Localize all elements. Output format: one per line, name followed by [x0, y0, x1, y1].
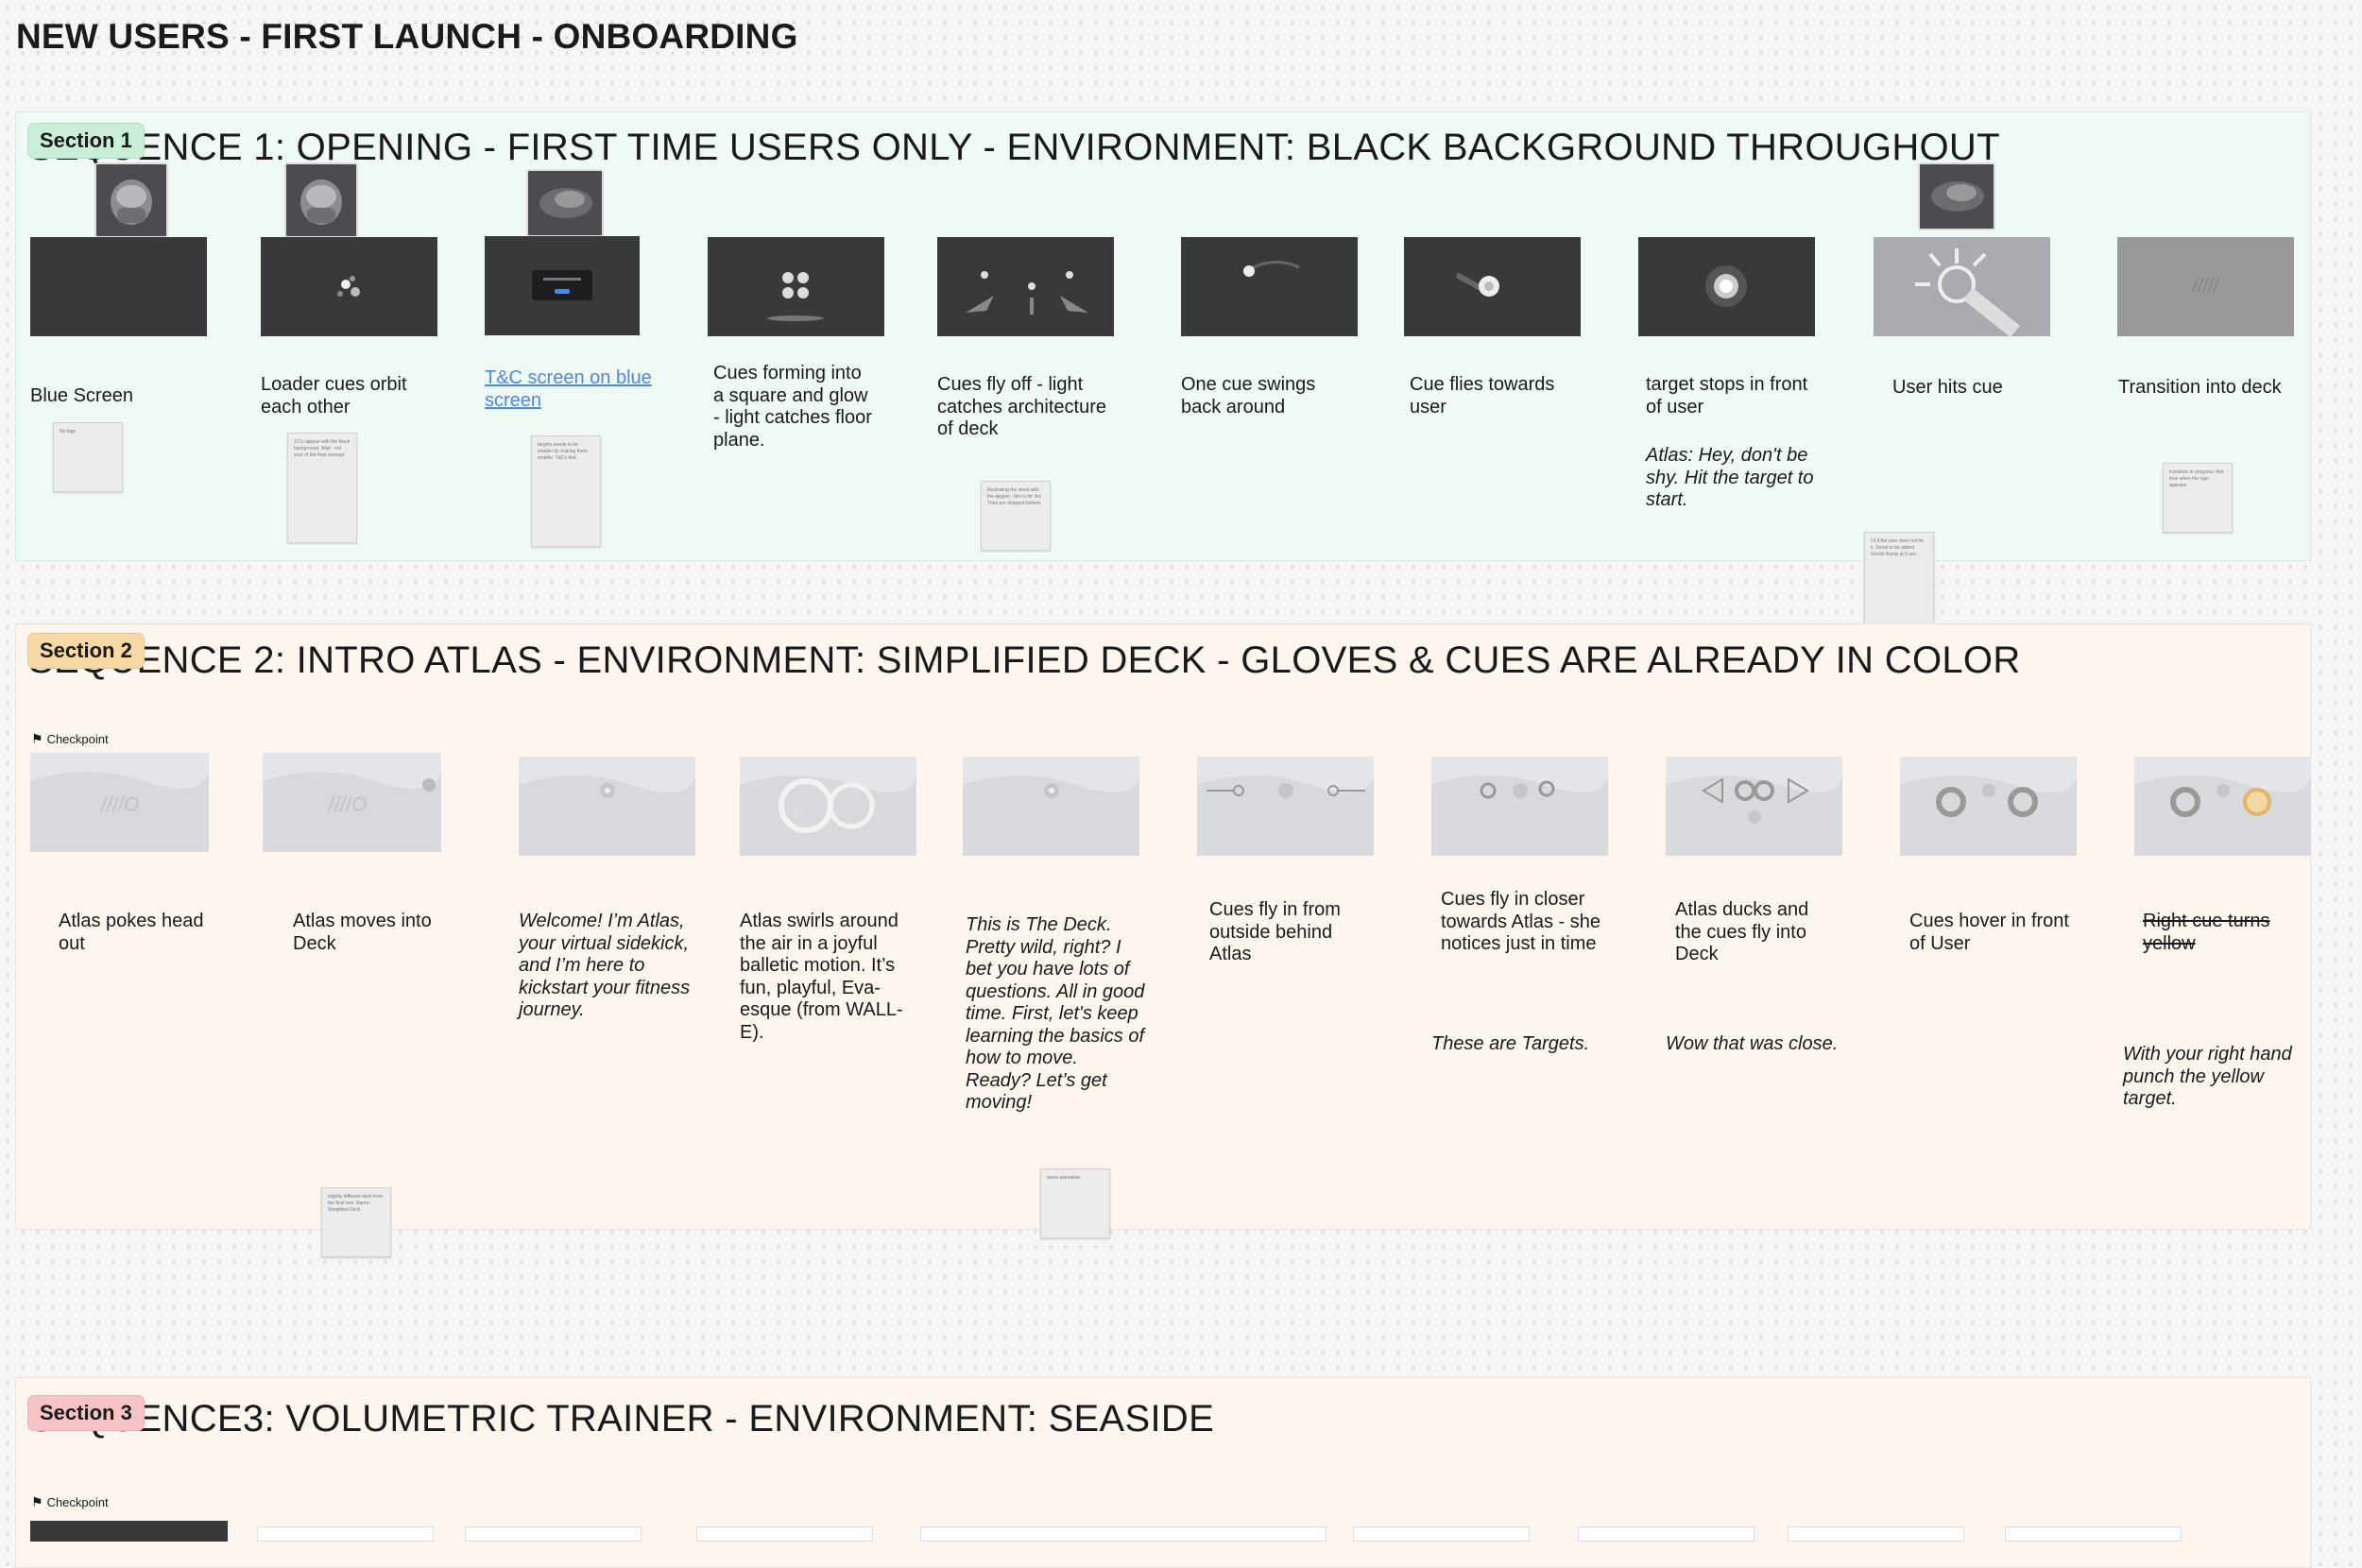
checkpoint-marker[interactable]: ⚑ Checkpoint	[31, 731, 109, 747]
storyboard-frame-loader[interactable]	[261, 237, 437, 336]
frame-caption: Atlas ducks and the cues fly into Deck	[1675, 899, 1836, 966]
checkpoint-flag-icon: ⚑	[31, 731, 43, 747]
storyboard-frame-target-stops[interactable]	[1638, 237, 1815, 336]
frame-caption: Cues fly off - light catches architectur…	[937, 374, 1126, 441]
frame-caption: Atlas swirls around the air in a joyful …	[740, 911, 919, 1044]
glove-thumbnail[interactable]	[526, 169, 604, 237]
frame-caption: target stops in front of user	[1646, 374, 1816, 418]
sticky-note[interactable]: Illustrating the sleek with the targets …	[981, 481, 1051, 551]
svg-text:////O: ////O	[99, 793, 140, 816]
storyboard-frame-transition[interactable]: /////	[2117, 237, 2294, 336]
frame-caption: User hits cue	[1892, 377, 2034, 400]
frame-caption: Cues forming into a square and glow - li…	[713, 363, 874, 452]
atlas-dialogue: Atlas: Hey, don't be shy. Hit the target…	[1646, 445, 1816, 512]
storyboard-frame[interactable]	[30, 1521, 228, 1542]
section-2-badge[interactable]: Section 2	[27, 633, 145, 669]
sticky-note[interactable]: slightly different deck from the final o…	[321, 1187, 391, 1257]
sticky-note[interactable]: some animation	[1040, 1168, 1110, 1238]
glove-thumbnail[interactable]	[1918, 162, 1995, 230]
storyboard-frame-tc-screen[interactable]	[485, 236, 640, 335]
storyboard-frame[interactable]	[696, 1526, 873, 1542]
checkpoint-label: Checkpoint	[47, 732, 109, 746]
storyboard-frame-atlas-swirls[interactable]	[740, 757, 916, 856]
frame-caption: Cue flies towards user	[1410, 374, 1575, 418]
frame-caption: Blue Screen	[30, 385, 229, 408]
glove-thumbnail[interactable]	[284, 162, 358, 238]
storyboard-frame-right-cue-yellow[interactable]	[2134, 757, 2311, 856]
frame-caption: Atlas moves into Deck	[293, 911, 463, 955]
page-title: NEW USERS - FIRST LAUNCH - ONBOARDING	[16, 17, 798, 57]
storyboard-frame-atlas-pokes[interactable]: ////O	[30, 753, 209, 852]
storyboard-frame-blue-screen[interactable]	[30, 237, 207, 336]
section-2-title: SEQUENCE 2: INTRO ATLAS - ENVIRONMENT: S…	[28, 639, 2021, 682]
frame-caption: Cues fly in closer towards Atlas - she n…	[1441, 889, 1606, 956]
frame-caption: Loader cues orbit each other	[261, 374, 421, 418]
storyboard-frame-the-deck[interactable]	[963, 757, 1139, 856]
storyboard-frame-cue-flies[interactable]	[1404, 237, 1581, 336]
frame-caption: Transition into deck	[2118, 377, 2307, 400]
frame-caption: Welcome! I’m Atlas, your virtual sidekic…	[519, 911, 698, 1022]
storyboard-frame[interactable]	[1353, 1526, 1530, 1542]
storyboard-frame-cues-fly-in[interactable]	[1197, 757, 1374, 856]
storyboard-frame-cues-closer[interactable]	[1431, 757, 1608, 856]
storyboard-frame[interactable]	[920, 1526, 1326, 1542]
sticky-note[interactable]: targets needs to be smaller by making th…	[531, 435, 601, 547]
atlas-dialogue: With your right hand punch the yellow ta…	[2123, 1044, 2312, 1111]
checkpoint-flag-icon: ⚑	[31, 1494, 43, 1510]
sticky-note[interactable]: No logo	[53, 422, 123, 492]
checkpoint-marker[interactable]: ⚑ Checkpoint	[31, 1494, 109, 1510]
atlas-dialogue: Wow that was close.	[1666, 1033, 1864, 1056]
section-3-title: SEQUENCE3: VOLUMETRIC TRAINER - ENVIRONM…	[28, 1398, 1214, 1440]
storyboard-frame-cue-swings[interactable]	[1181, 237, 1358, 336]
storyboard-frame-atlas-moves[interactable]: ////O	[263, 753, 441, 852]
storyboard-frame-welcome[interactable]	[519, 757, 695, 856]
storyboard-frame-cues-square[interactable]	[708, 237, 884, 336]
sticky-note[interactable]: T/Cs appear with the black background. W…	[287, 433, 357, 543]
glove-thumbnail[interactable]	[94, 162, 168, 238]
storyboard-frame[interactable]	[257, 1526, 434, 1542]
svg-text:////O: ////O	[327, 793, 368, 816]
storyboard-frame[interactable]	[1788, 1526, 1964, 1542]
section-3-badge[interactable]: Section 3	[27, 1395, 145, 1431]
storyboard-frame-atlas-ducks[interactable]	[1666, 757, 1842, 856]
frame-caption: Right cue turns yellow	[2143, 911, 2303, 955]
frame-caption: Cues fly in from outside behind Atlas	[1209, 899, 1370, 966]
tc-screen-link[interactable]: T&C screen on blue screen	[485, 367, 659, 412]
atlas-dialogue: These are Targets.	[1431, 1033, 1620, 1056]
storyboard-frame-user-hits-cue[interactable]	[1874, 237, 2050, 336]
frame-caption: This is The Deck. Pretty wild, right? I …	[966, 914, 1145, 1115]
storyboard-frame[interactable]	[1578, 1526, 1754, 1542]
checkpoint-label: Checkpoint	[47, 1495, 109, 1509]
section-1-badge[interactable]: Section 1	[27, 123, 145, 159]
storyboard-frame[interactable]	[465, 1526, 642, 1542]
storyboard-frame-cues-hover[interactable]	[1900, 757, 2077, 856]
frame-caption: Atlas pokes head out	[59, 911, 229, 955]
storyboard-frame[interactable]	[2005, 1526, 2182, 1542]
svg-text://///: /////	[2191, 276, 2220, 297]
sticky-note[interactable]: transition in progress. first time when …	[2163, 463, 2233, 533]
frame-caption: One cue swings back around	[1181, 374, 1342, 418]
frame-caption: Cues hover in front of User	[1909, 911, 2070, 955]
storyboard-frame-cues-fly-off[interactable]	[937, 237, 1114, 336]
